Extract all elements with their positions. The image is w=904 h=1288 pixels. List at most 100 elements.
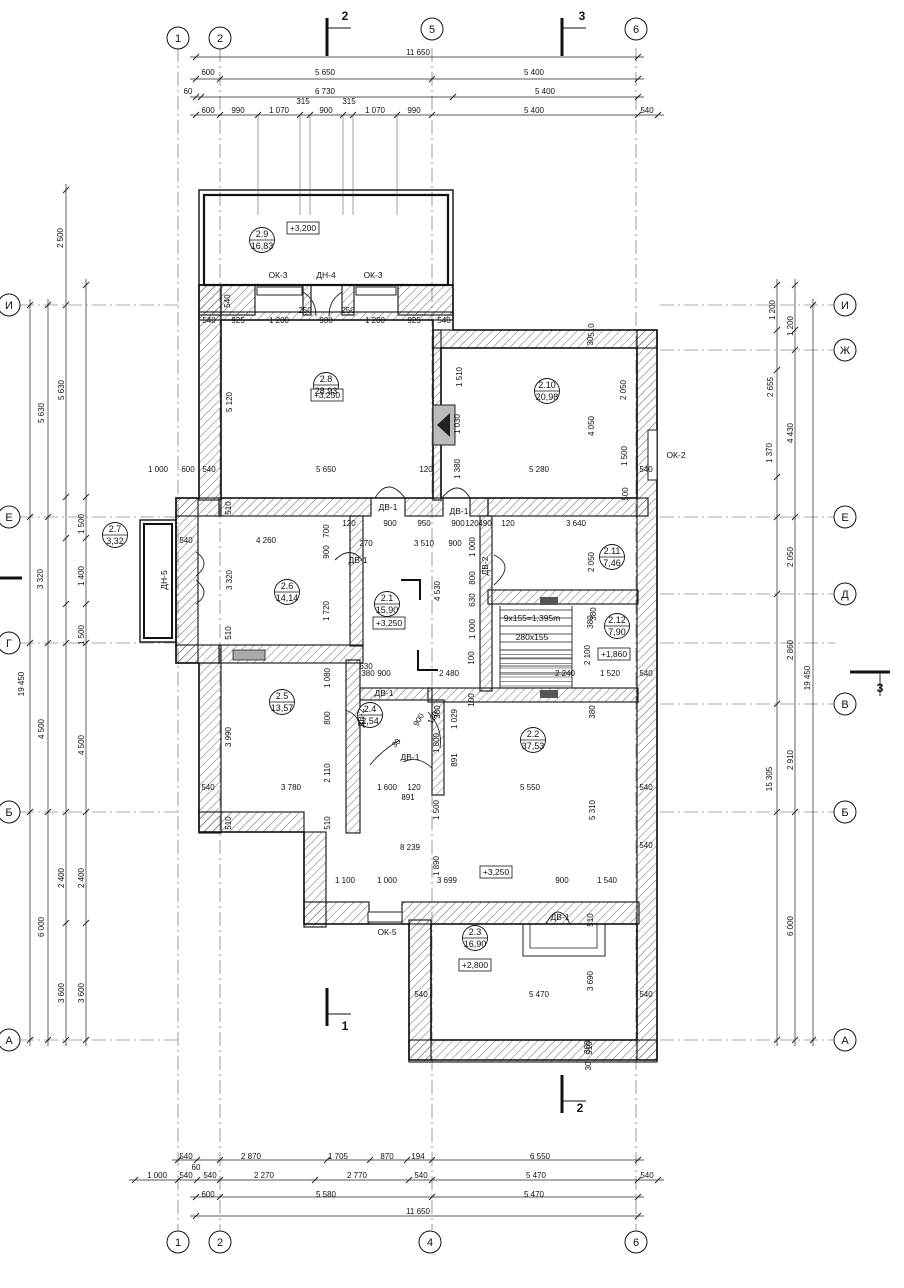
dimension-value: 2 655 [766,376,775,397]
room-area: 16,83 [251,241,274,251]
room-area: 13,57 [271,703,294,713]
dimension-value: 900 [412,711,427,728]
axis-column-label: 2 [217,33,223,45]
dimension-value: 19 450 [17,671,26,696]
dimension-value: 600 [201,1190,215,1199]
section-label: 3 [579,9,586,23]
dimension-value: 1 000 [147,1171,168,1180]
dimension-value: 540 [179,1171,193,1180]
dimension-value: 2 500 [56,227,65,248]
room-area: 2,54 [361,716,379,726]
dimension-value: 2 100 [583,644,592,665]
dimension-value: 8 239 [400,843,421,852]
element-label: ДВ-1 [450,506,469,516]
dimension-value: 540 [640,1171,654,1180]
element-label: ОК-3 [363,270,382,280]
dimension-value: 120 [501,519,515,528]
dimension-value: 120 [407,783,421,792]
element-label: ДВ-1 [349,555,368,565]
dimension-value: 891 [450,753,459,767]
room-number: 2.4 [364,704,377,714]
dimension-value: 315 [296,97,310,106]
dimension-value: 500 [621,487,630,501]
dimension-value: 1 500 [77,513,86,534]
axis-bubble [624,1230,648,1254]
element-label: ДВ-1 [375,688,394,698]
dimension-value: 510 [586,913,595,927]
dimension-value: 6 000 [37,916,46,937]
axis-row-label: Б [841,807,848,819]
element-label: ДВ-2 [480,556,490,575]
dimension-value: 5 470 [524,1190,545,1199]
dimension-value: 5 400 [535,87,556,96]
dimension-value: 2 480 [439,669,460,678]
dimension-value: 380 [589,607,598,621]
dimension-value: 950 [417,519,431,528]
dimension-value: 540 [639,990,653,999]
room-area: 28,93 [315,386,338,396]
dimension-value: 900 [322,545,331,559]
dimension-value: 1 200 [365,316,386,325]
element-label: ОК-2 [666,450,685,460]
dimension-value: 540 [179,536,193,545]
room-elevation: +1,860 [601,649,628,659]
dimension-value: 900 [383,519,397,528]
dimension-value: 630 [468,593,477,607]
dimension-value: 4 430 [786,422,795,443]
dimension-value: 120 [342,519,356,528]
axis-column-label: 1 [175,1237,181,1249]
dimension-value: 30 [586,336,595,345]
axis-bubble [833,800,857,824]
element-label: ДВ-1 [401,752,420,762]
dimension-value: 1 520 [600,669,621,678]
element-label: 280x155 [516,632,549,642]
dimension-value: 5 630 [57,379,66,400]
axis-row-label: И [5,300,13,312]
axis-bubble [420,17,444,41]
dimension-value: 2 270 [254,1171,275,1180]
dimension-value: 870 [380,1152,394,1161]
room-number: 2.10 [538,380,556,390]
dimension-value: 540 [201,783,215,792]
dimension-value: 540 [202,465,216,474]
room-elevation: +3,250 [376,618,403,628]
dimension-value: 900 [319,316,333,325]
element-label: 9x155=1,395m [504,613,560,623]
dimension-value: 510 [224,816,233,830]
dimension-value: 700 [322,524,331,538]
dimension-value: 3 780 [281,783,302,792]
dimension-value: 1 500 [77,624,86,645]
dimension-value: 510 [587,323,596,337]
dimension-value: 510 [323,816,332,830]
dimension-value: 5 630 [37,402,46,423]
axis-column-label: 5 [429,24,435,36]
room-elevation: +3,250 [314,390,341,400]
dimension-value: 2 400 [77,867,86,888]
room-elevation: +3,200 [290,223,317,233]
dimension-value: 4 050 [587,415,596,436]
room-elevation: +2,800 [462,960,489,970]
dimension-value: 5 280 [529,465,550,474]
axis-column-label: 6 [633,24,639,36]
axis-bubble [0,1028,21,1052]
element-label: ОК-5 [377,927,396,937]
room-area: 20,98 [536,392,559,402]
dimension-value: 1 600 [377,783,398,792]
axis-bubble [208,26,232,50]
dimension-value: 1 200 [269,316,290,325]
axis-column-label: 4 [427,1237,433,1249]
dimension-value: 900 [451,519,465,528]
dimension-value: 120 [419,465,433,474]
room-number: 2.7 [109,524,122,534]
axis-bubble [166,1230,190,1254]
axis-bubble [0,505,21,529]
dimension-value: 1 500 [620,445,629,466]
dimension-value: 380 [361,669,375,678]
axis-row-label: Ж [840,345,850,357]
dimension-value: 1 890 [432,855,441,876]
dimension-value: 60 [184,87,193,96]
dimension-value: 194 [411,1152,425,1161]
dimension-value: 540 [414,1171,428,1180]
